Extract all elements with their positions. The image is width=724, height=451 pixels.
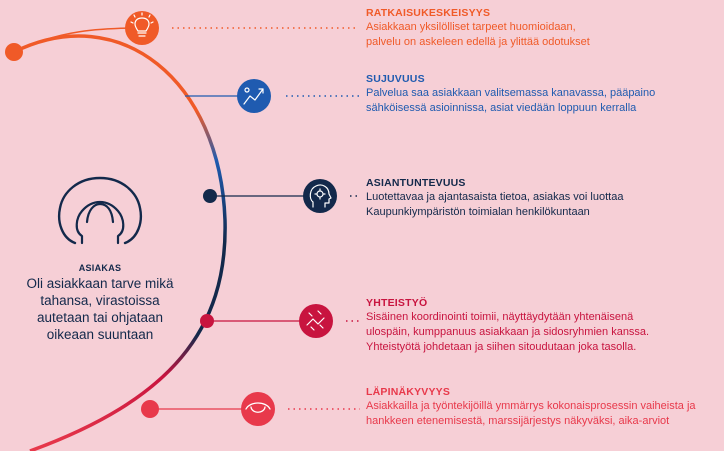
customer-line: autetaan tai ohjataan — [36, 310, 164, 325]
arc-dot-asiantuntevuus — [203, 189, 217, 203]
customer-label: ASIAKAS — [78, 263, 122, 273]
item-text-line: Asiakkailla ja työntekijöillä ymmärrys k… — [366, 400, 696, 412]
eye-icon — [241, 392, 275, 426]
head-gear-icon — [303, 179, 337, 213]
item-title-lapinakyvyys: LÄPINÄKYVYYS — [366, 386, 451, 398]
arc-dot-lapinakyvyys — [141, 400, 159, 418]
item-text-line: hankkeen etenemisestä, marssijärjestys n… — [366, 415, 670, 427]
item-text-line: Sisäinen koordinointi toimii, näyttäydyt… — [366, 311, 634, 323]
item-text-line: palvelu on askeleen edellä ja ylittää od… — [366, 36, 590, 48]
arc-dot-yhteistyo — [200, 314, 214, 328]
handshake-icon — [299, 304, 333, 338]
customer-head-icon — [58, 176, 142, 245]
item-text-line: Palvelua saa asiakkaan valitsemassa kana… — [366, 87, 656, 99]
customer-line: oikeaan suuntaan — [46, 327, 154, 342]
trend-chart-icon — [237, 79, 271, 113]
item-title-yhteistyo: YHTEISTYÖ — [366, 297, 428, 309]
customer-line: Oli asiakkaan tarve mikä — [26, 276, 174, 291]
top-connector — [13, 27, 143, 53]
item-text-line: Asiakkaan yksilölliset tarpeet huomioida… — [366, 21, 576, 33]
item-text-ratkaisukeskeisyys: Asiakkaan yksilölliset tarpeet huomioida… — [366, 20, 590, 50]
customer-line: tahansa, virastoissa — [40, 293, 160, 308]
item-text-yhteistyo: Sisäinen koordinointi toimii, näyttäydyt… — [366, 310, 649, 355]
item-text-asiantuntevuus: Luotettavaa ja ajantasaista tietoa, asia… — [366, 190, 623, 220]
timeline-arc — [13, 34, 227, 451]
item-text-line: Luotettavaa ja ajantasaista tietoa, asia… — [366, 191, 624, 203]
item-text-line: Yhteistyötä johdetaan ja siihen sitoudut… — [366, 341, 637, 353]
item-title-asiantuntevuus: ASIANTUNTEVUUS — [366, 177, 466, 189]
customer-description: Oli asiakkaan tarve mikä tahansa, virast… — [0, 275, 200, 343]
item-text-lapinakyvyys: Asiakkailla ja työntekijöillä ymmärrys k… — [366, 399, 696, 429]
item-text-line: sähköisessä asioinnissa, asiat viedään l… — [366, 102, 637, 114]
lightbulb-icon — [125, 11, 159, 45]
item-text-line: Kaupunkiympäristön toimialan henkilökunt… — [366, 206, 590, 218]
item-title-sujuvuus: SUJUVUUS — [366, 73, 425, 85]
item-title-ratkaisukeskeisyys: RATKAISUKESKEISYYS — [366, 7, 491, 19]
item-text-line: ulospäin, kumppanuus asiakkaan ja sidosr… — [366, 326, 650, 338]
item-text-sujuvuus: Palvelua saa asiakkaan valitsemassa kana… — [366, 86, 655, 116]
arc-dot-start — [5, 43, 23, 61]
